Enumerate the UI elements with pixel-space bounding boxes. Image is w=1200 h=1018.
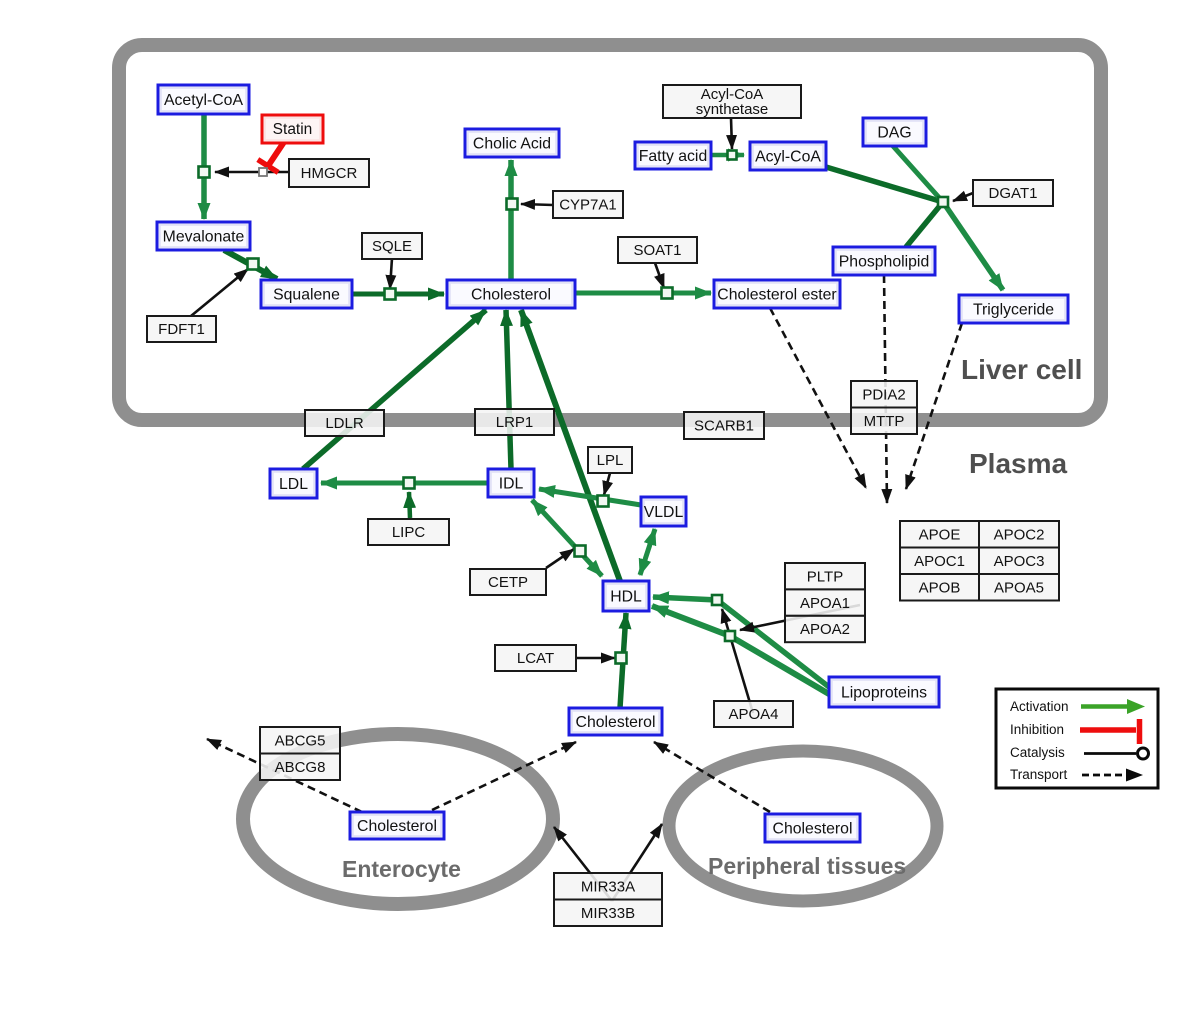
svg-text:ABCG8: ABCG8 <box>275 759 326 776</box>
svg-text:APOA1: APOA1 <box>800 595 850 612</box>
svg-text:Cholesterol ester: Cholesterol ester <box>717 286 836 303</box>
svg-text:LDLR: LDLR <box>325 415 364 432</box>
svg-text:Catalysis: Catalysis <box>1010 745 1065 760</box>
svg-text:Statin: Statin <box>273 121 313 138</box>
svg-text:IDL: IDL <box>499 475 524 492</box>
svg-text:VLDL: VLDL <box>644 504 684 521</box>
svg-text:HMGCR: HMGCR <box>301 165 358 182</box>
svg-text:Activation: Activation <box>1010 699 1069 714</box>
svg-text:Lipoproteins: Lipoproteins <box>841 684 927 701</box>
svg-text:SCARB1: SCARB1 <box>694 418 754 435</box>
svg-text:APOB: APOB <box>919 579 961 596</box>
svg-text:Peripheral tissues: Peripheral tissues <box>708 853 906 879</box>
svg-text:Liver cell: Liver cell <box>961 354 1082 385</box>
svg-text:DGAT1: DGAT1 <box>989 185 1038 202</box>
svg-text:Cholic Acid: Cholic Acid <box>473 135 551 152</box>
svg-text:Cholesterol: Cholesterol <box>471 286 551 303</box>
svg-text:MIR33A: MIR33A <box>581 878 635 895</box>
svg-text:FDFT1: FDFT1 <box>158 321 205 338</box>
svg-text:PDIA2: PDIA2 <box>862 386 905 403</box>
svg-text:APOC3: APOC3 <box>994 553 1045 570</box>
svg-text:Inhibition: Inhibition <box>1010 722 1064 737</box>
svg-text:Acetyl-CoA: Acetyl-CoA <box>164 92 243 109</box>
svg-text:DAG: DAG <box>877 124 911 141</box>
svg-text:Plasma: Plasma <box>969 448 1067 479</box>
svg-text:CETP: CETP <box>488 574 528 591</box>
svg-text:SQLE: SQLE <box>372 238 412 255</box>
svg-text:MIR33B: MIR33B <box>581 905 635 922</box>
svg-text:Phospholipid: Phospholipid <box>839 253 929 270</box>
svg-text:APOC1: APOC1 <box>914 553 965 570</box>
svg-text:MTTP: MTTP <box>864 413 905 430</box>
svg-text:Enterocyte: Enterocyte <box>342 856 461 882</box>
svg-text:LPL: LPL <box>597 452 624 469</box>
svg-text:Mevalonate: Mevalonate <box>163 228 245 245</box>
svg-text:APOE: APOE <box>919 526 961 543</box>
svg-text:HDL: HDL <box>610 588 642 605</box>
svg-text:Cholesterol: Cholesterol <box>773 820 853 837</box>
svg-text:APOC2: APOC2 <box>994 526 1045 543</box>
svg-text:Acyl-CoA: Acyl-CoA <box>755 148 821 165</box>
svg-text:Cholesterol: Cholesterol <box>576 714 656 731</box>
svg-text:Squalene: Squalene <box>273 286 340 303</box>
svg-text:Fatty acid: Fatty acid <box>639 148 707 165</box>
svg-text:Triglyceride: Triglyceride <box>973 301 1054 318</box>
svg-text:LRP1: LRP1 <box>496 414 534 431</box>
svg-text:SOAT1: SOAT1 <box>633 242 681 259</box>
svg-text:LDL: LDL <box>279 476 308 493</box>
svg-text:Cholesterol: Cholesterol <box>357 818 437 835</box>
svg-text:PLTP: PLTP <box>807 568 843 585</box>
svg-text:APOA4: APOA4 <box>728 706 778 723</box>
svg-text:Transport: Transport <box>1010 767 1068 782</box>
svg-text:synthetase: synthetase <box>696 101 769 118</box>
svg-text:APOA2: APOA2 <box>800 621 850 638</box>
svg-text:Acyl-CoA: Acyl-CoA <box>701 86 764 103</box>
svg-text:APOA5: APOA5 <box>994 579 1044 596</box>
svg-text:ABCG5: ABCG5 <box>275 732 326 749</box>
svg-text:LCAT: LCAT <box>517 650 554 667</box>
svg-text:LIPC: LIPC <box>392 524 426 541</box>
svg-text:CYP7A1: CYP7A1 <box>559 197 617 214</box>
